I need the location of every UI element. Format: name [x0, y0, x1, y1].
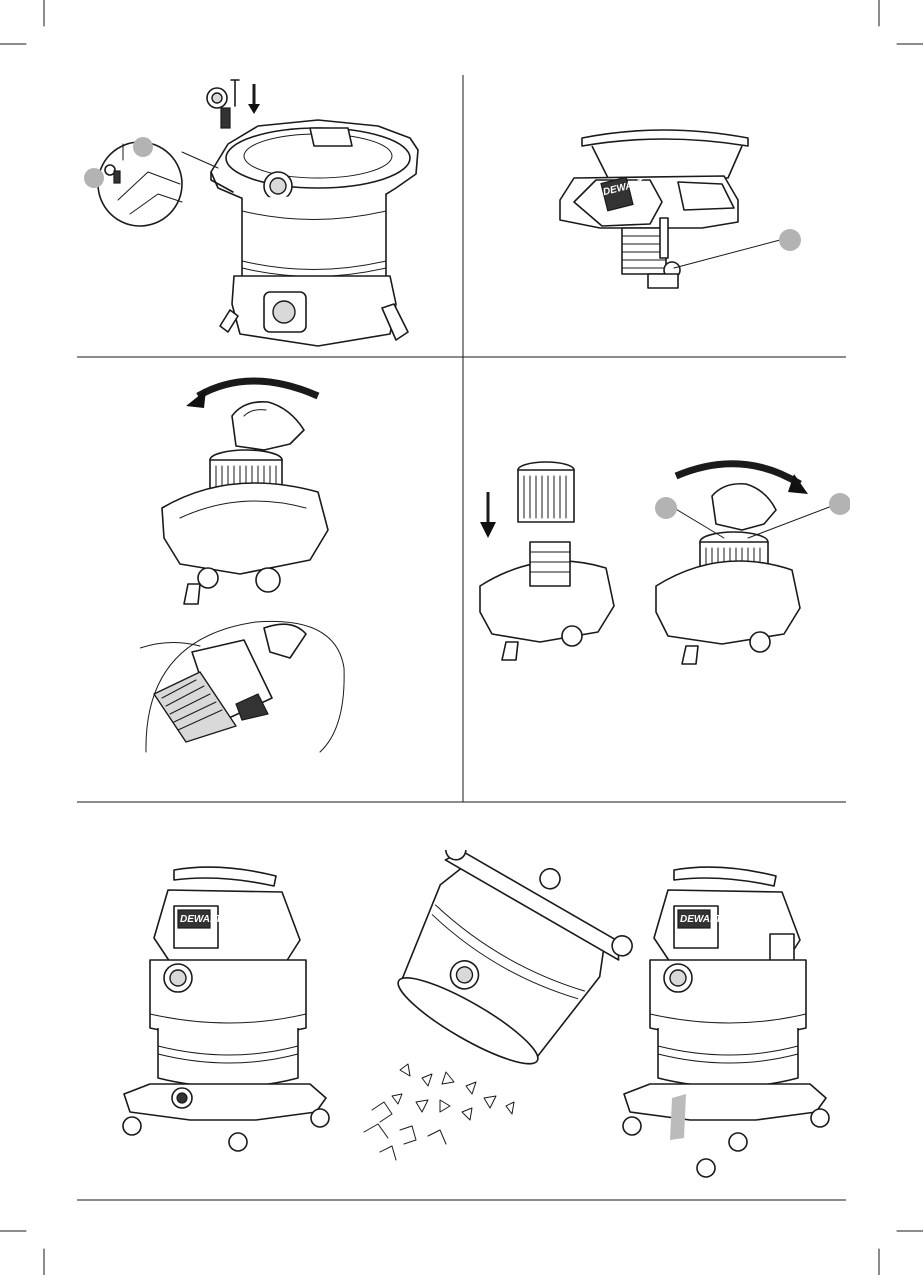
figure-powerhead-float: DEWALT [552, 120, 852, 320]
callout-circle [829, 493, 850, 515]
vacuum-tilted-icon [367, 850, 647, 1089]
brand-logo: DEWALT [180, 914, 222, 925]
callout-circle [779, 229, 801, 251]
figure-filter-removal [140, 368, 400, 768]
figure-empty-tank: DEWALT [110, 850, 830, 1180]
screw-icon [231, 80, 239, 106]
vacuum-upright-icon: DEWALT [123, 867, 329, 1151]
caster-wheel-icon [207, 88, 230, 128]
brand-logo: DEWALT [680, 914, 722, 925]
figure-caster-install [78, 76, 458, 356]
callout-circle [84, 168, 104, 188]
filter-cleaning-inset [140, 621, 344, 752]
arrow-down-icon [480, 492, 496, 538]
figure-filter-install [470, 446, 850, 696]
detail-inset [84, 137, 218, 226]
callout-circle [133, 137, 153, 157]
drain-cap-icon [697, 1159, 715, 1177]
vacuum-drain-icon: DEWALT [623, 867, 829, 1177]
debris-icon [364, 1064, 514, 1160]
arrow-down-icon [248, 84, 260, 114]
callout-circle [655, 497, 677, 519]
